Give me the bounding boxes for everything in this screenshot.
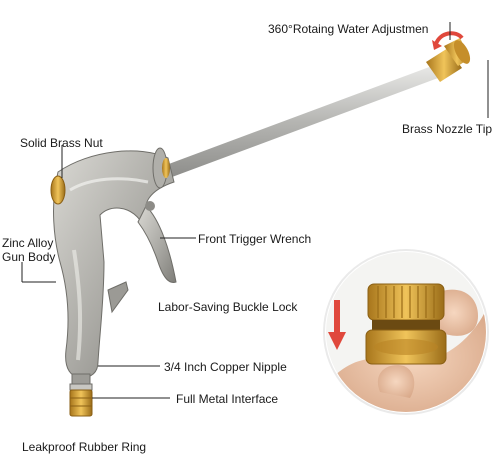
- solid-brass-nut: [50, 175, 66, 205]
- label-leakproof-rubber-ring: Leakproof Rubber Ring: [22, 440, 147, 454]
- label-brass-nozzle-tip: Brass Nozzle Tip: [402, 122, 493, 136]
- down-arrow-icon: [328, 300, 346, 350]
- spray-rod: [158, 66, 438, 180]
- label-front-trigger-wrench: Front Trigger Wrench: [198, 232, 312, 246]
- label-copper-nipple: 3/4 Inch Copper Nipple: [164, 360, 287, 374]
- gun-body: [53, 150, 175, 379]
- label-solid-brass-nut: Solid Brass Nut: [20, 136, 103, 150]
- label-rotating-water-adjustment: 360°Rotaing Water Adjustmen: [268, 22, 429, 36]
- inset-connector-photo: [323, 249, 489, 415]
- label-gun-body-line2: Gun Body: [2, 250, 56, 264]
- label-full-metal-interface: Full Metal Interface: [176, 392, 279, 406]
- front-trigger: [137, 201, 177, 283]
- label-gun-body-line1: Zinc Alloy: [2, 236, 54, 250]
- brass-nozzle-tip: [426, 38, 471, 82]
- metal-interface: [69, 373, 93, 417]
- front-collar: [152, 147, 170, 189]
- leader-lines: [21, 22, 489, 399]
- buckle-lock-lever: [107, 281, 129, 314]
- rotation-arrow-icon: [432, 31, 464, 50]
- label-buckle-lock: Labor-Saving Buckle Lock: [158, 300, 298, 314]
